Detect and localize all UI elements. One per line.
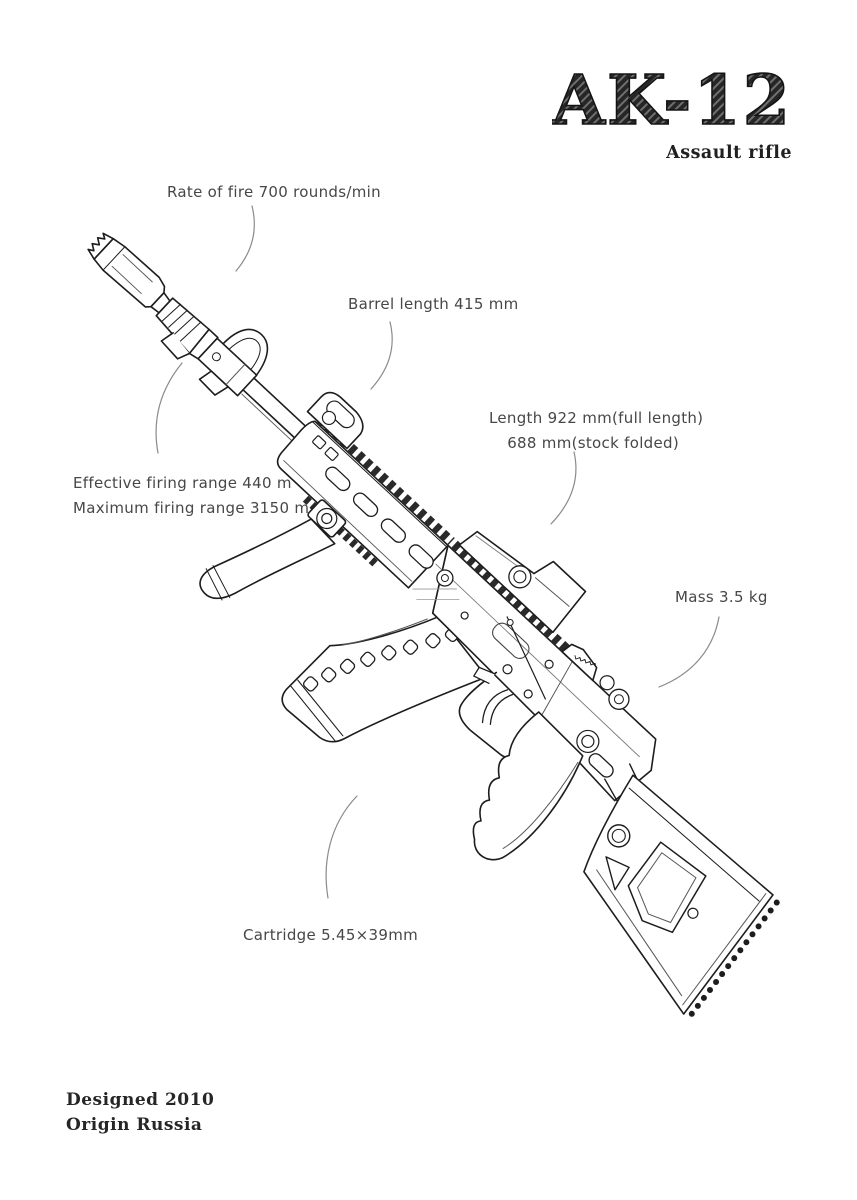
footer-designed: Designed 2010 bbox=[66, 1090, 215, 1110]
label-length-folded: 688 mm(stock folded) bbox=[507, 434, 679, 452]
label-mass: Mass 3.5 kg bbox=[675, 588, 768, 606]
bottom-rail-teeth bbox=[302, 495, 379, 568]
footer-origin: Origin Russia bbox=[66, 1115, 203, 1135]
leader-rate-of-fire bbox=[235, 205, 255, 272]
receiver bbox=[412, 540, 657, 802]
stock bbox=[583, 774, 780, 1019]
top-rail-teeth bbox=[316, 415, 455, 546]
handguard bbox=[276, 415, 455, 589]
label-firing-range: Effective firing range 440 m Maximum fir… bbox=[73, 471, 309, 521]
handguard-vents bbox=[325, 466, 434, 569]
label-length: Length 922 mm(full length) 688 mm(stock … bbox=[489, 406, 704, 456]
trigger bbox=[481, 689, 514, 725]
page-subtitle: Assault rifle bbox=[665, 143, 792, 163]
rifle-illustration bbox=[87, 232, 780, 1019]
label-effective-range: Effective firing range 440 m bbox=[73, 474, 292, 492]
barrel bbox=[241, 377, 309, 443]
label-barrel-length: Barrel length 415 mm bbox=[348, 295, 519, 313]
label-rate-of-fire: Rate of fire 700 rounds/min bbox=[167, 183, 381, 201]
leader-mass bbox=[658, 616, 720, 688]
optic-sight bbox=[458, 530, 587, 634]
rear-sight bbox=[561, 643, 630, 710]
leader-cartridge bbox=[325, 795, 358, 899]
muzzle-brake bbox=[87, 232, 219, 360]
magazine bbox=[281, 615, 488, 743]
label-length-full: Length 922 mm(full length) bbox=[489, 409, 704, 427]
folded-sight bbox=[306, 391, 364, 450]
label-cartridge: Cartridge 5.45×39mm bbox=[243, 926, 419, 944]
dust-cover-rail-teeth bbox=[450, 540, 574, 656]
footer: Designed 2010 Origin Russia bbox=[66, 1088, 214, 1138]
selector-lever bbox=[506, 616, 546, 700]
leader-length bbox=[550, 451, 577, 525]
title-block: AK-12 Assault rifle bbox=[552, 60, 792, 163]
page-title: AK-12 bbox=[552, 61, 792, 141]
leader-firing-range bbox=[155, 362, 183, 454]
leader-barrel-length bbox=[370, 321, 393, 390]
gas-block-front-sight bbox=[197, 328, 269, 397]
sling-slot bbox=[588, 753, 614, 778]
butt-pad-serrations bbox=[687, 899, 780, 1019]
leader-lines bbox=[155, 205, 720, 899]
ejection-port bbox=[492, 622, 530, 659]
receiver-pins bbox=[460, 611, 600, 754]
label-maximum-range: Maximum firing range 3150 m bbox=[73, 499, 310, 517]
foregrip bbox=[199, 499, 347, 601]
pistol-grip bbox=[472, 711, 584, 861]
